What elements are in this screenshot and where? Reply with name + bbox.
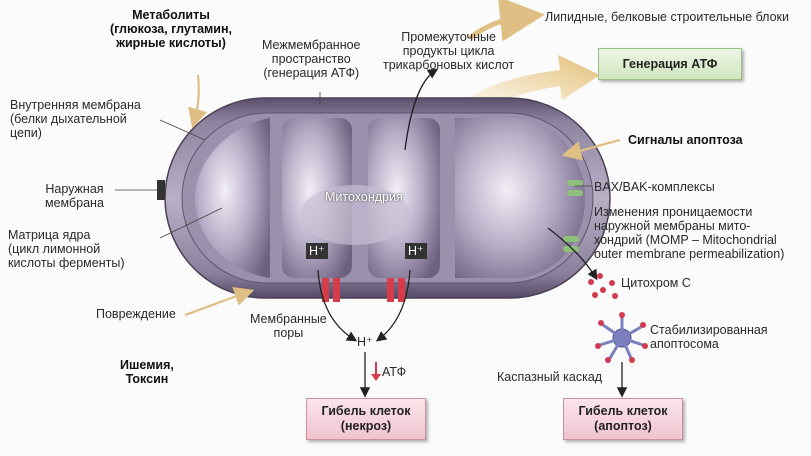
arrow-momp — [547, 227, 598, 281]
mitochondria-label: Митохондрия — [325, 190, 403, 204]
proton-label-bottom: H⁺ — [357, 335, 373, 349]
bax-bak-complex-2 — [563, 236, 579, 252]
apoptosis-box: Гибель клеток (апоптоз) — [563, 398, 683, 440]
outer-membrane-marker — [157, 180, 165, 200]
ischemia-label: Ишемия, Токсин — [120, 358, 174, 386]
apoptosome — [595, 312, 648, 363]
bax-bak-label: BAX/BAK-комплексы — [594, 180, 715, 194]
arrow-metabolites — [188, 74, 208, 129]
proton-flow-right — [375, 269, 411, 342]
cytochrome-c-dots — [588, 273, 618, 299]
proton-label-right: H⁺ — [405, 243, 427, 259]
necrosis-box: Гибель клеток (некроз) — [306, 398, 426, 440]
membrane-pore-right — [387, 278, 405, 302]
arrow-lipid-blocks — [468, 0, 545, 42]
metabolites-label: Метаболиты (глюкоза, глутамин, жирные ки… — [110, 8, 232, 50]
momp-label: Изменения проницаемости наружной мембран… — [594, 205, 785, 261]
arrow-damage — [184, 286, 255, 317]
caspase-cascade-label: Каспазный каскад — [497, 370, 603, 384]
bax-bak-complex-1 — [567, 180, 583, 196]
pointer-inner-membrane — [159, 119, 206, 141]
arrow-apoptosis-signal — [561, 138, 621, 161]
crista-1 — [195, 118, 270, 278]
apoptosome-label: Стабилизированная апоптосома — [650, 323, 768, 351]
crista-4 — [455, 118, 585, 278]
inner-membrane-label: Внутренняя мембрана (белки дыхательной ц… — [10, 98, 141, 140]
intermembrane-label: Межмембранное пространство (генерация АТ… — [262, 38, 361, 80]
membrane-pore-left — [322, 278, 340, 302]
pointer-matrix — [159, 207, 223, 239]
outer-membrane-label: Наружная мембрана — [45, 182, 104, 210]
arrow-intermediates — [404, 68, 439, 151]
membrane-pores-label: Мембранные поры — [250, 312, 327, 340]
proton-label-left: H⁺ — [306, 243, 328, 259]
apoptosis-signals-label: Сигналы апоптоза — [628, 133, 743, 147]
crista-center-bulge — [300, 185, 410, 245]
atp-generation-box: Генерация АТФ — [598, 48, 742, 80]
damage-label: Повреждение — [96, 307, 176, 321]
lipid-blocks-label: Липидные, белковые строительные блоки — [545, 10, 790, 24]
atp-decrease-label: АТФ — [382, 365, 407, 379]
proton-flow-left — [317, 269, 358, 342]
matrix-label: Матрица ядра (цикл лимонной кислоты ферм… — [8, 228, 125, 270]
cytochrome-c-label: Цитохром С — [621, 276, 691, 290]
intermediates-label: Промежуточные продукты цикла трикарбонов… — [383, 30, 515, 72]
